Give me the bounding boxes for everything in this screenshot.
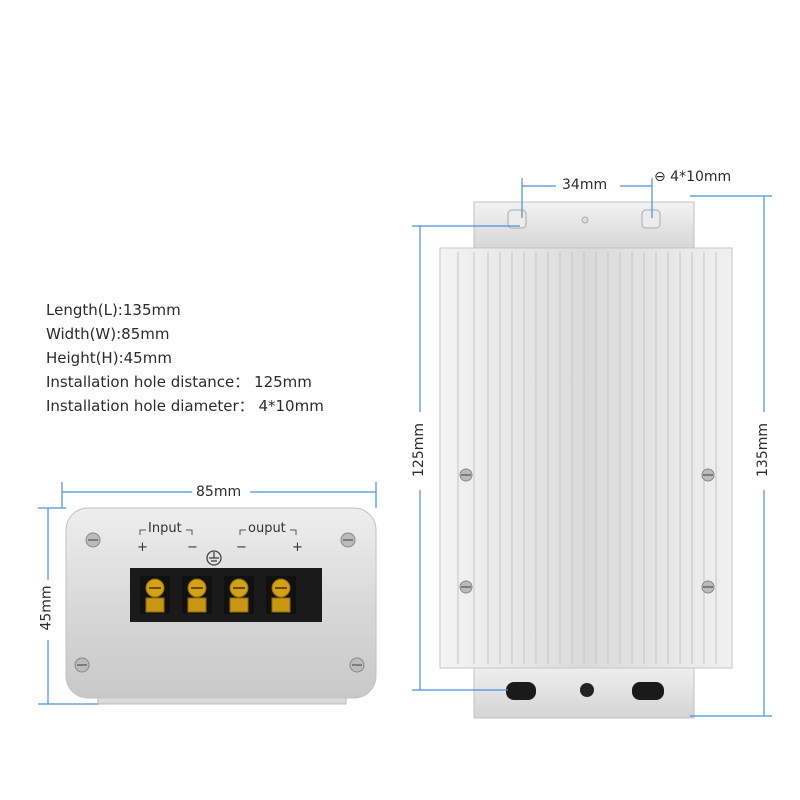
body-screws [459, 468, 715, 594]
top-flange [473, 201, 695, 253]
mount-distance-label: 125mm [411, 423, 427, 477]
spec-hole-distance: Installation hole distance： 125mm [46, 373, 312, 391]
ground-symbol [206, 550, 222, 566]
finned-body [439, 247, 733, 669]
top-dimension-lines [412, 178, 772, 717]
spec-height: Height(H):45mm [46, 349, 172, 367]
heatsink-fins [457, 252, 717, 664]
top-hole-spacing-label: 34mm [562, 177, 608, 193]
front-width-label: 85mm [196, 484, 242, 500]
top-view [412, 178, 772, 719]
total-length-label: 135mm [755, 423, 771, 477]
output-minus: − [236, 540, 247, 555]
spec-width: Width(W):85mm [46, 325, 170, 343]
front-view [38, 482, 377, 705]
output-label: ouput [248, 521, 286, 536]
spec-list: Length(L):135mm Width(W):85mm Height(H):… [46, 298, 324, 418]
front-dimension-lines [38, 482, 377, 705]
front-height-label: 45mm [38, 585, 55, 631]
spec-hole-diameter: Installation hole diameter： 4*10mm [46, 397, 324, 415]
hole-size-label: ⊖ 4*10mm [654, 169, 732, 185]
front-screws [74, 532, 365, 673]
output-plus: + [292, 540, 303, 555]
input-plus: + [137, 540, 148, 555]
spec-length: Length(L):135mm [46, 301, 181, 319]
terminal-screws [140, 576, 296, 614]
input-minus: − [187, 540, 198, 555]
input-label: Input [148, 521, 182, 536]
